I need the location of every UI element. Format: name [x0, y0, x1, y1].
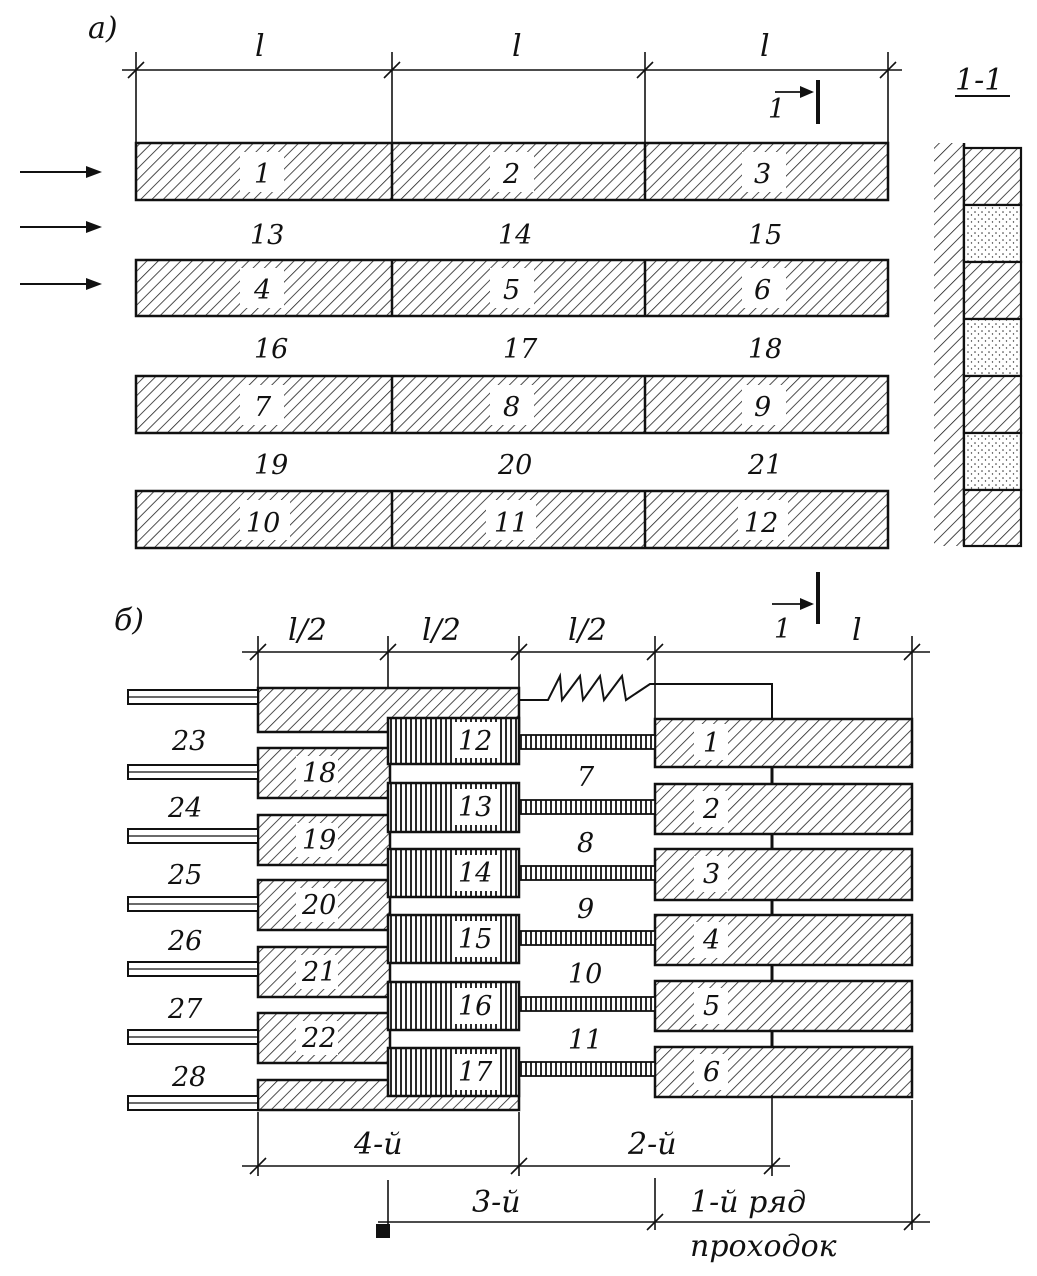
part-a-gap-20: 20 — [497, 450, 532, 481]
section-marker-label-bottom: 1 — [774, 614, 791, 645]
part-b-break-line — [519, 672, 773, 718]
mid-block-14: 14 — [458, 858, 492, 889]
part-a-dimension-line — [122, 52, 902, 142]
connector-7: 7 — [577, 762, 595, 793]
right-block-6: 6 — [703, 1057, 720, 1088]
part-a-block-7: 7 — [254, 392, 272, 423]
left-block-labels-bg — [296, 756, 338, 1055]
row-label-1st: 1-й ряд — [690, 1185, 806, 1220]
part-b-label: б) — [114, 603, 144, 638]
left-block-20: 20 — [301, 890, 336, 921]
right-block-1: 1 — [703, 728, 720, 759]
right-block-3: 3 — [703, 859, 720, 890]
right-block-5: 5 — [703, 991, 720, 1022]
left-block-19: 19 — [302, 825, 336, 856]
pipe-25: 25 — [167, 860, 202, 891]
right-block-labels-bg — [694, 724, 728, 1090]
part-b-span-label-2: l/2 — [422, 613, 461, 648]
part-a-block-4: 4 — [253, 275, 271, 306]
part-a-block-2: 2 — [502, 159, 520, 190]
part-a-gap-17: 17 — [503, 334, 538, 365]
part-a: а) l l l 1 — [20, 11, 1023, 550]
section-1-1 — [934, 95, 1023, 548]
connector-11: 11 — [568, 1025, 602, 1056]
part-a-block-row-3 — [134, 374, 890, 435]
part-a-gap-14: 14 — [498, 220, 532, 251]
part-a-label: а) — [88, 11, 118, 46]
row-label-passages: проходок — [690, 1229, 837, 1264]
part-a-span-label-3: l — [760, 29, 770, 64]
part-a-block-9: 9 — [754, 392, 771, 423]
pipe-28: 28 — [171, 1062, 206, 1093]
row-label-2nd: 2-й — [627, 1127, 677, 1162]
section-marker-arrow-bottom — [772, 572, 820, 624]
part-a-gap-18: 18 — [748, 334, 782, 365]
right-block-4: 4 — [702, 925, 720, 956]
left-block-22: 22 — [301, 1023, 336, 1054]
part-b-span-label-1: l/2 — [288, 613, 327, 648]
part-a-block-row-1 — [134, 141, 890, 202]
right-blocks — [653, 717, 914, 1099]
row-label-4th: 4-й — [353, 1127, 403, 1162]
section-1-1-title: 1-1 — [955, 63, 1003, 98]
mid-block-16: 16 — [458, 991, 492, 1022]
part-a-block-5: 5 — [503, 275, 520, 306]
part-a-block-row-2 — [134, 258, 890, 318]
flow-arrows — [20, 171, 96, 285]
section-marker-label-top: 1 — [768, 94, 785, 125]
left-block-18: 18 — [302, 758, 336, 789]
left-pipes-inner — [128, 696, 258, 1104]
pipe-24: 24 — [167, 793, 202, 824]
row-label-3rd: 3-й — [472, 1185, 521, 1220]
part-b: б) 1 l/2 l/2 l/2 l — [114, 572, 930, 1264]
part-a-span-label-2: l — [512, 29, 522, 64]
part-a-gap-19: 19 — [254, 450, 288, 481]
flow-arrowheads — [86, 166, 102, 290]
mid-block-17: 17 — [458, 1057, 493, 1088]
dimension-end-mark — [376, 1224, 390, 1238]
section-marker-arrow-top — [775, 80, 820, 124]
part-a-block-12: 12 — [744, 508, 778, 539]
mid-block-labels-bg — [452, 722, 498, 1090]
connector-10: 10 — [568, 959, 602, 990]
connector-9: 9 — [577, 894, 594, 925]
part-a-block-row-4 — [134, 489, 890, 550]
pipe-23: 23 — [171, 726, 206, 757]
mid-blocks — [386, 716, 521, 1098]
pipe-27: 27 — [167, 994, 203, 1025]
part-a-span-label-1: l — [255, 29, 265, 64]
mid-block-12: 12 — [458, 726, 492, 757]
connector-8: 8 — [577, 828, 594, 859]
right-block-2: 2 — [702, 794, 720, 825]
mid-block-13: 13 — [458, 792, 492, 823]
part-b-dimension-bottom — [242, 1095, 930, 1231]
part-b-span-label-4: l — [852, 613, 862, 648]
part-b-span-label-3: l/2 — [568, 613, 607, 648]
part-a-block-11: 11 — [494, 508, 528, 539]
part-a-block-10: 10 — [246, 508, 280, 539]
mid-block-15: 15 — [458, 924, 492, 955]
part-a-block-3: 3 — [754, 159, 771, 190]
part-a-gap-16: 16 — [254, 334, 288, 365]
part-a-block-8: 8 — [503, 392, 520, 423]
part-a-gap-21: 21 — [747, 450, 782, 481]
part-a-block-1: 1 — [254, 159, 271, 190]
left-block-21: 21 — [301, 957, 336, 988]
part-a-gap-15: 15 — [748, 220, 782, 251]
part-a-gap-13: 13 — [250, 220, 284, 251]
pipe-26: 26 — [167, 926, 202, 957]
part-a-block-6: 6 — [754, 275, 771, 306]
